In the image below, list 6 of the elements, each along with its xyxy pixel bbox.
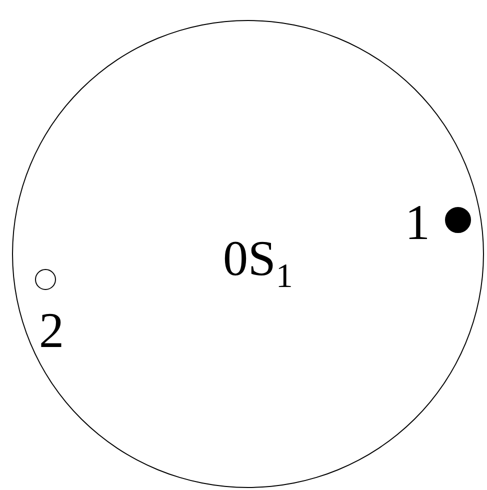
point-label: 2 <box>39 305 64 355</box>
circle-outline <box>12 20 484 488</box>
point-label: 1 <box>405 197 430 247</box>
filled-point <box>445 207 471 233</box>
center-label: 0S$_{1}$ <box>223 233 293 294</box>
hollow-point <box>35 269 56 290</box>
